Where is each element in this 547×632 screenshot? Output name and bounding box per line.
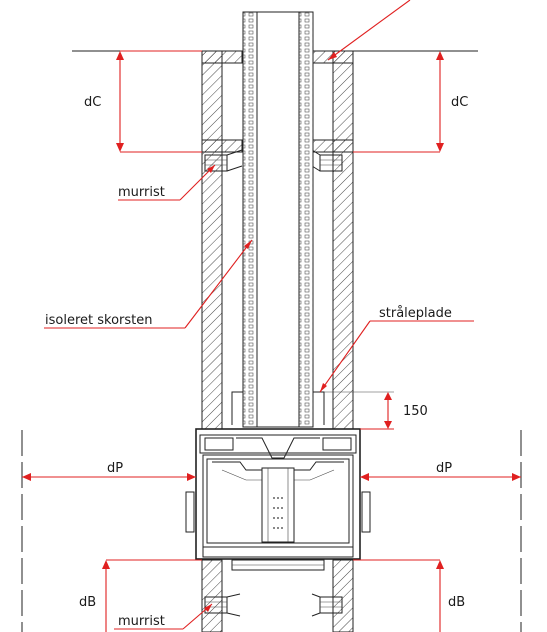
dimension-dc-left xyxy=(116,50,202,153)
dimension-db-right xyxy=(353,559,444,632)
label-dp-right: dP xyxy=(436,461,452,476)
label-db-right: dB xyxy=(448,595,465,610)
fireplace-insert xyxy=(185,428,371,571)
label-dc-right: dC xyxy=(451,95,468,110)
dimension-150 xyxy=(360,392,394,430)
right-masonry-wall xyxy=(332,50,354,632)
leader-straaleplade xyxy=(319,320,474,393)
murrist-grille-right-bottom xyxy=(311,593,343,617)
label-isoleret-skorsten: isoleret skorsten xyxy=(45,313,152,328)
dimension-dc-right xyxy=(353,51,444,153)
label-straaleplade: stråleplade xyxy=(379,306,452,321)
leader-murrist-bottom xyxy=(114,603,213,630)
murrist-grille-left-bottom xyxy=(204,593,241,617)
mid-slab-left xyxy=(201,139,243,153)
label-dim-150: 150 xyxy=(403,404,428,419)
leader-murrist-top xyxy=(118,164,216,201)
label-murrist-bottom: murrist xyxy=(118,614,165,629)
radiation-plate xyxy=(231,391,394,425)
dimension-dp-right xyxy=(360,473,521,481)
insulated-chimney xyxy=(242,11,314,428)
leader-isoleret-skorsten xyxy=(44,239,253,329)
mid-slab-right xyxy=(312,139,354,153)
leader-top-right xyxy=(327,0,411,61)
left-masonry-wall xyxy=(201,50,223,632)
label-murrist-top: murrist xyxy=(118,185,165,200)
dimension-db-left xyxy=(102,559,202,632)
murrist-grille-left-top xyxy=(204,149,243,172)
dimension-dp-left xyxy=(22,473,196,481)
label-dp-left: dP xyxy=(107,461,123,476)
label-dc-left: dC xyxy=(84,95,101,110)
top-slab-left xyxy=(201,50,243,64)
label-db-left: dB xyxy=(79,595,96,610)
